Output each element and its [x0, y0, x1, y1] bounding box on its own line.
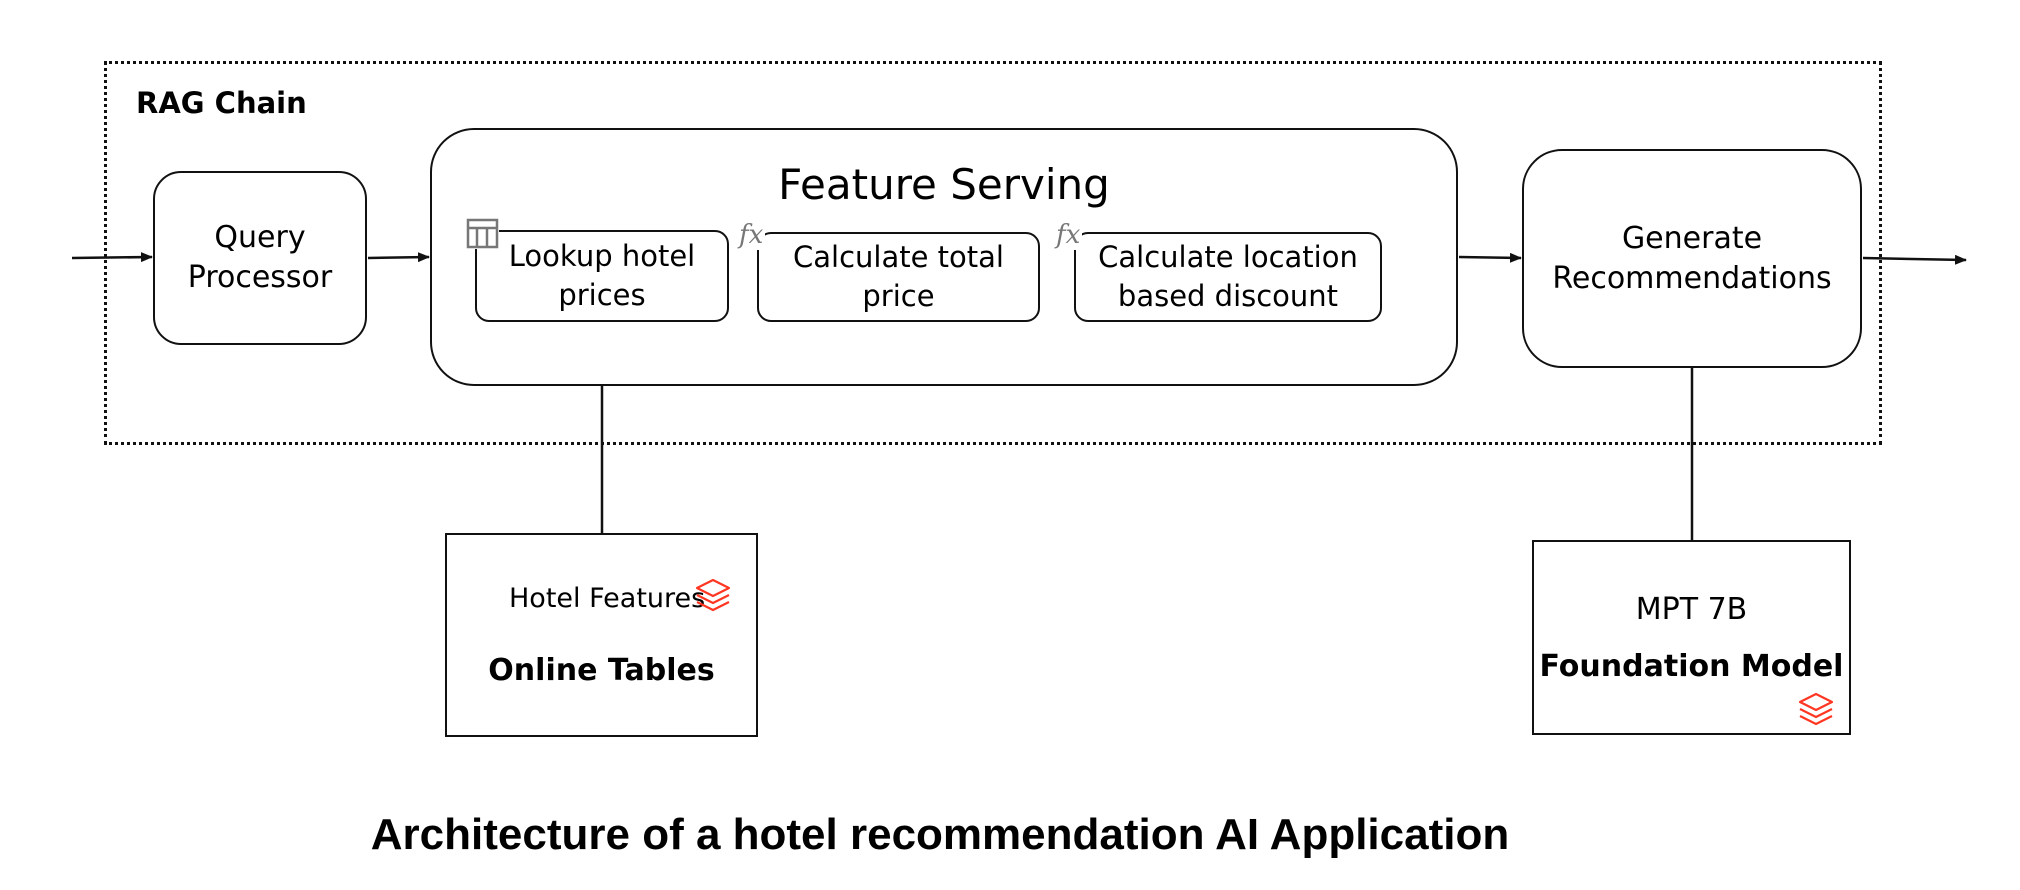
rag-chain-boundary [104, 61, 1882, 445]
layers-icon [1796, 690, 1836, 730]
calculate-discount-step[interactable]: Calculate location based discount [1074, 232, 1382, 322]
hotel-features-label: Hotel Features [509, 583, 706, 614]
online-tables-title: Online Tables [488, 653, 715, 688]
table-icon [466, 218, 499, 249]
feature-serving-title: Feature Serving [778, 160, 1110, 209]
calculate-total-price-step[interactable]: Calculate total price [757, 232, 1040, 322]
foundation-model-box[interactable] [1532, 540, 1851, 735]
online-tables-box[interactable] [445, 533, 758, 737]
query-to-feature-arrow [367, 252, 430, 263]
lookup-hotel-prices-step[interactable]: Lookup hotel prices [475, 230, 729, 322]
mpt-7b-label: MPT 7B [1635, 592, 1748, 627]
input-arrow [71, 252, 153, 263]
layers-icon [693, 576, 733, 616]
diagram-caption: Architecture of a hotel recommendation A… [370, 810, 1510, 859]
generate-recommendations-node[interactable]: Generate Recommendations [1522, 149, 1862, 368]
query-processor-node[interactable]: Query Processor [153, 171, 367, 345]
rag-chain-label: RAG Chain [136, 86, 307, 120]
function-icon: fx [1054, 220, 1083, 250]
function-icon: fx [737, 220, 766, 250]
feature-to-generate-arrow [1458, 252, 1522, 263]
foundation-model-title: Foundation Model [1539, 649, 1844, 684]
